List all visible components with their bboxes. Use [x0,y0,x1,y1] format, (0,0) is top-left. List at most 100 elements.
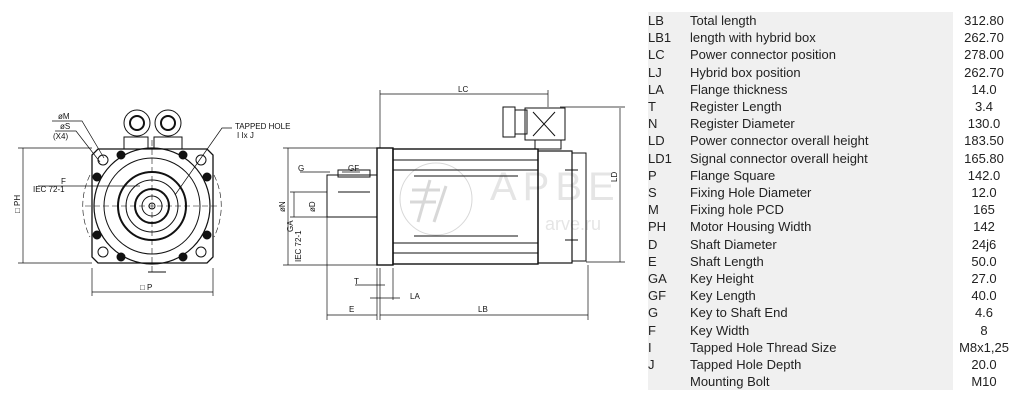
spec-value: 3.4 [974,99,994,114]
label-tapped-hole: TAPPED HOLE [235,122,290,131]
spec-code: LB [648,13,664,28]
spec-code: GA [648,271,667,286]
spec-description: Tapped Hole Thread Size [690,339,837,355]
label-g: G [298,164,304,173]
spec-value: 12.0 [971,185,997,200]
side-view-labels: LC LD G GF øD GA IEC 72-1 øN T LA E LB [278,85,619,314]
label-ld: LD [610,172,619,182]
label-gf: GF [348,164,359,173]
spec-description: Shaft Length [690,253,764,269]
spec-code: N [648,116,658,132]
spec-code: LA [648,81,664,97]
spec-value: 165.80 [964,150,1004,166]
label-f: F [61,177,66,186]
spec-description: Key Length [690,288,756,304]
power-connector [502,106,566,150]
spec-code: LJ [648,64,662,80]
spec-value: 4.6 [974,305,994,321]
label-lc: LC [458,85,468,94]
spec-value: 262.70 [964,30,1004,46]
spec-code: P [648,167,657,183]
spec-code: S [648,185,657,200]
spec-description: Key to Shaft End [690,305,788,321]
watermark: APBE arve.ru [399,162,621,236]
spec-value: 24j6 [971,236,997,252]
label-iec: IEC 72-1 [294,230,303,262]
spec-code: I [648,339,652,355]
spec-description: Fixing hole PCD [690,202,784,218]
spec-code: T [648,99,656,114]
spec-code: D [648,236,658,252]
spec-value: 14.0 [971,81,997,97]
spec-value: 50.0 [971,253,997,269]
spec-code: LD [648,133,665,149]
spec-code: PH [648,219,667,235]
label-p: □ P [140,283,152,292]
spec-value: 312.80 [964,13,1004,28]
spec-code: LB1 [648,30,672,46]
shaft [326,169,378,218]
spec-description: length with hybrid box [690,30,816,46]
label-t: T [354,277,359,286]
spec-description: Power connector position [690,47,836,63]
front-view [18,109,232,296]
spec-code: GF [648,288,667,304]
spec-value: 27.0 [971,271,997,286]
spec-code: J [648,357,655,372]
label-la: LA [410,292,420,301]
spec-value: 20.0 [971,357,997,372]
label-count: (X4) [53,132,68,141]
spec-description: Motor Housing Width [690,219,812,235]
spec-code: LC [648,47,665,63]
label-e: E [349,305,354,314]
spec-value: 142 [973,219,995,235]
side-view [283,90,625,320]
label-tapped-hole-spec: I Ix J [237,131,254,140]
spec-value: 8 [980,322,988,338]
fixing-holes [92,150,212,262]
label-dia-m: øM [58,112,70,121]
spec-description: Key Width [690,322,750,338]
spec-value: M8x1,25 [959,339,1009,355]
spec-description: Register Length [690,99,782,114]
spec-description: Shaft Diameter [690,236,777,252]
motor-dimension-drawing: øM øS (X4) TAPPED HOLE I Ix J F IEC 72-1… [13,85,625,320]
spec-code: G [648,305,659,321]
spec-code: LD1 [648,150,672,166]
front-view-labels: øM øS (X4) TAPPED HOLE I Ix J F IEC 72-1… [13,112,290,292]
spec-description: Mounting Bolt [690,374,770,390]
spec-description: Flange Square [690,167,776,183]
spec-code: M [648,202,659,218]
label-ga: GA [286,220,295,232]
spec-value: 278.00 [964,47,1004,63]
spec-value: 262.70 [964,64,1004,80]
label-dia-d: øD [308,201,317,212]
spec-value: 40.0 [971,288,997,304]
spec-description: Fixing Hole Diameter [690,185,812,200]
spec-value: 183.50 [964,133,1004,149]
label-dia-s: øS [60,122,70,131]
spec-description: Tapped Hole Depth [690,357,802,372]
label-dia-n: øN [278,201,287,212]
label-ph: □ PH [13,195,22,213]
spec-description: Total length [690,13,757,28]
spec-code: F [648,322,656,338]
svg-text:arve.ru: arve.ru [545,214,601,234]
label-iec: IEC 72-1 [33,185,65,194]
svg-text:APBE: APBE [490,165,621,209]
spec-description: Hybrid box position [690,64,801,80]
spec-code: E [648,253,657,269]
label-lb: LB [478,305,488,314]
spec-description: Flange thickness [690,81,788,97]
spec-description: Signal connector overall height [690,150,868,166]
connectors-front [123,109,183,150]
spec-value: M10 [971,374,997,390]
flange [376,147,394,266]
spec-description: Register Diameter [690,116,795,132]
flange-square [91,148,214,264]
spec-value: 130.0 [967,116,1001,132]
spec-description: Key Height [690,271,754,286]
spec-value: 165 [973,202,995,218]
spec-value: 142.0 [967,167,1001,183]
